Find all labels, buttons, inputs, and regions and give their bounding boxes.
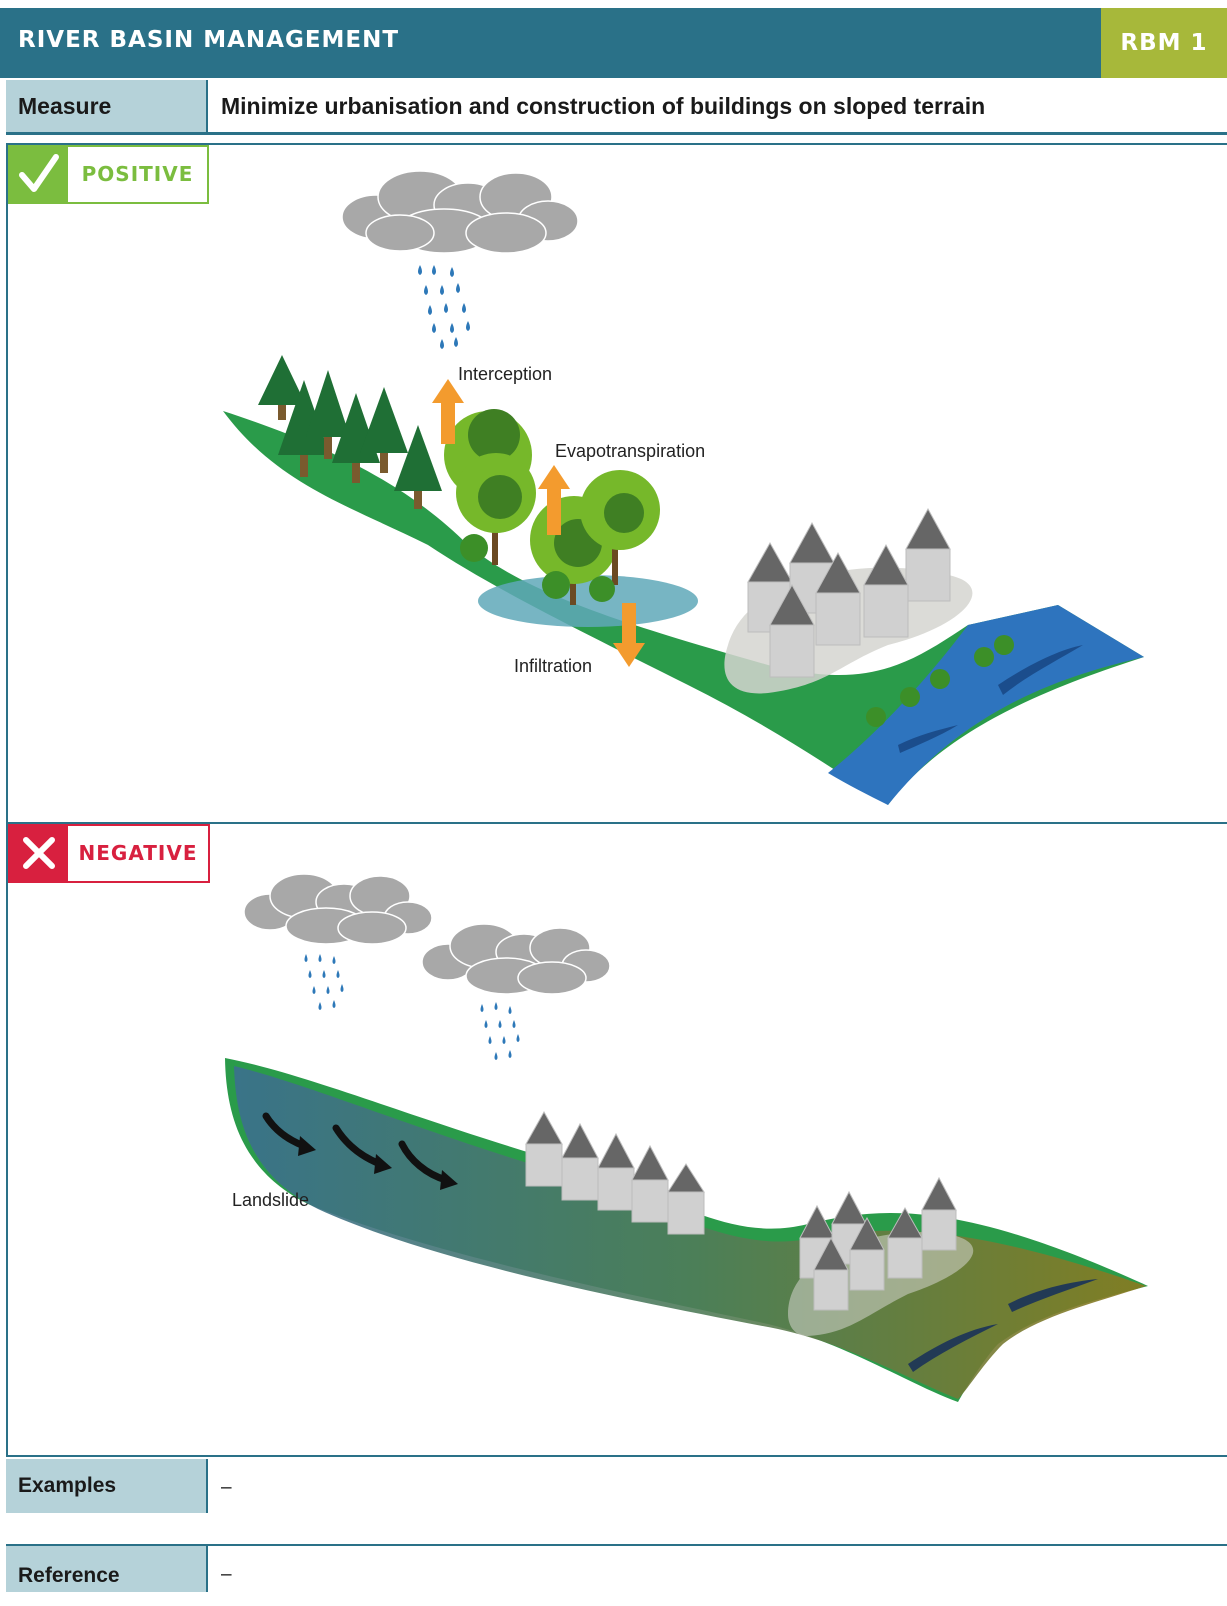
cloud-right-icon	[421, 923, 611, 995]
conifer-trees	[258, 355, 442, 509]
positive-illustration: Interception Evapotranspiration Infiltra…	[223, 170, 1144, 805]
negative-badge: NEGATIVE	[8, 824, 210, 883]
pond-shape	[478, 575, 698, 627]
infiltration-label: Infiltration	[514, 656, 592, 676]
evapotranspiration-arrow-icon	[538, 465, 570, 535]
section-title: RIVER BASIN MANAGEMENT	[18, 27, 400, 53]
houses-icon	[747, 507, 951, 678]
cross-icon	[10, 826, 68, 881]
positive-panel: Interception Evapotranspiration Infiltra…	[6, 143, 1227, 824]
evapotranspiration-label: Evapotranspiration	[555, 441, 705, 461]
examples-row: Examples –	[6, 1459, 1227, 1513]
interception-arrow-icon	[432, 379, 464, 444]
shrubs	[460, 534, 1014, 727]
rain-drops-icon	[418, 265, 470, 349]
measure-label: Measure	[6, 80, 206, 132]
infiltration-arrow-icon	[613, 603, 645, 667]
cloud-left-icon	[243, 873, 433, 945]
rain-drops-icon	[304, 954, 520, 1060]
negative-badge-label: NEGATIVE	[78, 841, 198, 865]
measure-code: RBM 1	[1101, 8, 1227, 78]
negative-panel: Landslide NEGATIVE	[6, 824, 1227, 1457]
examples-value: –	[206, 1459, 1227, 1513]
measure-row: Measure Minimize urbanisation and constr…	[6, 80, 1227, 135]
reference-label: Reference	[6, 1546, 206, 1592]
cloud-icon	[341, 170, 579, 254]
landslide-label: Landslide	[232, 1190, 309, 1210]
interception-label: Interception	[458, 364, 552, 384]
examples-label: Examples	[6, 1459, 206, 1513]
measure-value: Minimize urbanisation and construction o…	[206, 80, 1227, 132]
reference-row: Reference –	[6, 1544, 1227, 1592]
deciduous-trees	[444, 409, 660, 605]
houses-icon	[525, 1110, 957, 1311]
checkmark-icon	[10, 147, 68, 202]
landslide-arrowheads-icon	[298, 1136, 458, 1190]
page-header: RIVER BASIN MANAGEMENT RBM 1	[0, 8, 1227, 78]
reference-value: –	[206, 1546, 1227, 1592]
negative-illustration: Landslide	[225, 873, 1148, 1402]
positive-badge: POSITIVE	[8, 145, 209, 204]
positive-badge-label: POSITIVE	[81, 162, 194, 186]
